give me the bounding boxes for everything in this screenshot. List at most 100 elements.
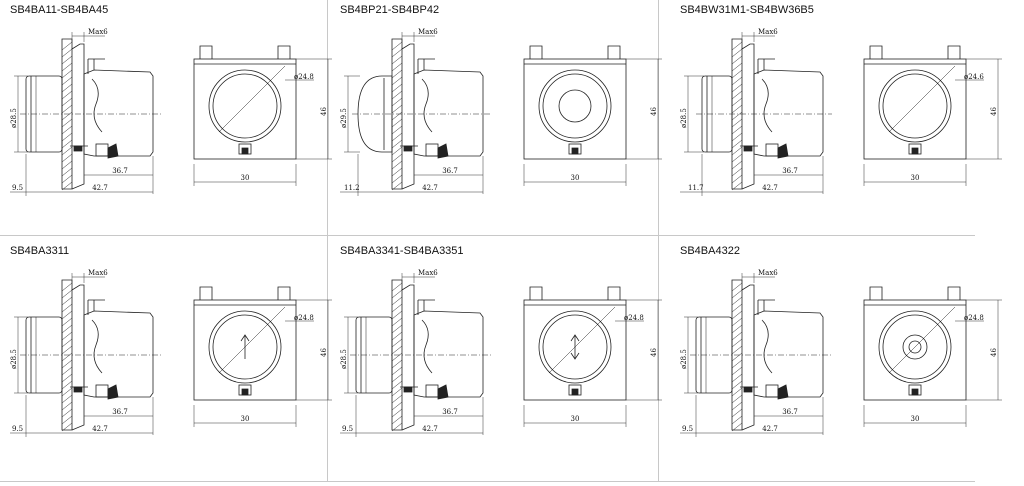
outer-ring [208, 310, 282, 384]
diameter-leader [548, 306, 616, 374]
contact-body [413, 310, 484, 398]
side-dimensions [680, 273, 824, 437]
front-dimensions [193, 58, 332, 186]
plate-hatch [391, 317, 403, 327]
plate-hatch [731, 352, 743, 362]
plate-hatch [731, 408, 743, 418]
plate-hatch [61, 181, 73, 191]
plate-hatch [61, 83, 73, 93]
plate-hatch [61, 167, 73, 177]
contact-body [753, 310, 824, 398]
plate-hatch [391, 387, 403, 397]
side-view [690, 279, 832, 432]
plate-hatch [731, 48, 743, 58]
arrow-head [240, 334, 250, 342]
plate-hatch [391, 324, 403, 334]
panel-title: SB4BA3311 [10, 245, 70, 257]
plate-hatch [61, 289, 73, 299]
body-clip [757, 58, 775, 74]
divider-bottom [0, 481, 975, 482]
plate-hatch [731, 181, 743, 191]
dim-diameter: ø28.5 [10, 349, 18, 369]
front-screw [241, 388, 249, 396]
dim-width: 30 [241, 415, 250, 423]
cap-center [558, 89, 592, 123]
plate-hatch [61, 111, 73, 121]
plate-hatch [731, 146, 743, 156]
front-body [193, 299, 297, 401]
plate-hatch [391, 345, 403, 355]
plate-hatch [61, 331, 73, 341]
dim-front: 9.5 [682, 425, 693, 433]
side-view [350, 279, 492, 432]
dim-diameter: ø28.5 [680, 108, 688, 128]
dim-diameter: ø28.5 [680, 349, 688, 369]
plate-hatch [391, 55, 403, 65]
front-body [523, 58, 627, 160]
plate-hatch [391, 69, 403, 79]
plate-hatch [61, 97, 73, 107]
plate-hatch [731, 55, 743, 65]
front-dimensions [193, 299, 332, 427]
plate-hatch [731, 324, 743, 334]
dim-ring: ø24.8 [294, 73, 314, 81]
plate-hatch [731, 104, 743, 114]
plate-hatch [61, 380, 73, 390]
front-dimensions [523, 58, 662, 186]
side-dimensions [10, 32, 154, 196]
plate-hatch [391, 146, 403, 156]
plate-hatch [61, 366, 73, 376]
terminal-mark [743, 386, 753, 393]
plate-hatch [391, 366, 403, 376]
front-dimensions [863, 58, 1002, 186]
front-dimensions [523, 299, 662, 427]
plate-hatch [731, 359, 743, 369]
side-view [696, 38, 832, 191]
dim-diameter: ø28.5 [10, 108, 18, 128]
panel-title: SB4BA4322 [680, 245, 740, 257]
terminal-screw [425, 384, 439, 398]
diameter-leader [888, 306, 956, 374]
plate-hatch [391, 97, 403, 107]
plate-hatch [391, 331, 403, 341]
body-clip [87, 58, 105, 74]
dim-depth-total: 42.7 [92, 425, 108, 433]
plate-hatch [731, 366, 743, 376]
front-body [523, 299, 627, 401]
plate-hatch [391, 303, 403, 313]
plate-hatch [61, 146, 73, 156]
plate-hatch [391, 296, 403, 306]
plate-hatch [61, 317, 73, 327]
plate-hatch [731, 317, 743, 327]
plate-hatch [391, 373, 403, 383]
inner-ring [882, 314, 948, 380]
front-screw [911, 388, 919, 396]
side-view [352, 38, 492, 191]
front-clip [947, 286, 961, 300]
plate-hatch [61, 345, 73, 355]
terminal-screw [765, 384, 779, 398]
inner-ring [212, 73, 278, 139]
plate-hatch [61, 338, 73, 348]
plate-hatch [61, 139, 73, 149]
contact-body [753, 69, 824, 157]
dim-ring: ø24.8 [964, 314, 984, 322]
plate-hatch [731, 310, 743, 320]
front-body [193, 58, 297, 160]
screw-head [107, 143, 119, 159]
dim-front: 9.5 [12, 425, 23, 433]
plate-hatch [61, 408, 73, 418]
dim-width: 30 [571, 415, 580, 423]
screw-head [107, 384, 119, 400]
divider-vertical-2 [658, 0, 659, 482]
dim-height: 46 [990, 107, 998, 116]
dim-depth-total: 42.7 [422, 184, 438, 192]
panel-title: SB4BA11-SB4BA45 [10, 4, 109, 16]
plate-hatch [391, 139, 403, 149]
side-view [20, 38, 162, 191]
dim-width: 30 [241, 174, 250, 182]
plate-hatch [391, 118, 403, 128]
plate-hatch [731, 160, 743, 170]
plate-hatch [61, 132, 73, 142]
